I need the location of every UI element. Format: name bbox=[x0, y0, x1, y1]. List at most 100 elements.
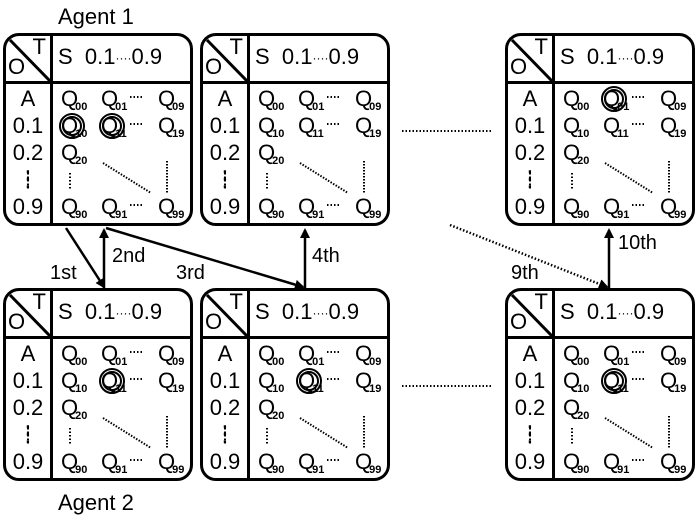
state-ellipsis: ···· bbox=[312, 51, 329, 66]
row-label: 0.2 bbox=[12, 395, 44, 420]
q-cell-99: Q99 bbox=[355, 449, 382, 477]
row-label: 0.2 bbox=[12, 140, 44, 165]
q-cell-20: Q20 bbox=[61, 140, 88, 168]
q-cell-91: Q91 bbox=[298, 449, 325, 477]
corner-bottom-label: O bbox=[205, 309, 223, 334]
column-divider bbox=[247, 291, 250, 478]
state-end: 0.9 bbox=[131, 299, 163, 324]
agent-1-q-table-1: T O S 0.1····0.9 A 0.1 0.2 ⋮ 0.9 Q00 Q01… bbox=[3, 33, 193, 226]
q-cell-00: Q00 bbox=[258, 341, 285, 369]
q-cell-99: Q99 bbox=[355, 194, 382, 222]
diagonal-line bbox=[8, 38, 50, 81]
agent-1-label: Agent 1 bbox=[58, 4, 134, 29]
row-label: 0.9 bbox=[209, 449, 241, 474]
state-start: 0.1 bbox=[586, 44, 618, 69]
row-label: 0.9 bbox=[514, 194, 546, 219]
column-divider bbox=[247, 36, 250, 223]
row-label: 0.2 bbox=[209, 140, 241, 165]
row-label: A bbox=[20, 86, 36, 111]
state-ellipsis: ···· bbox=[115, 306, 132, 321]
corner-bottom-label: O bbox=[205, 54, 223, 79]
state-label: S bbox=[255, 299, 270, 324]
q-cell-99: Q99 bbox=[660, 194, 687, 222]
q-cell-90: Q90 bbox=[61, 194, 88, 222]
row-label: 0.2 bbox=[514, 395, 546, 420]
column-divider bbox=[50, 36, 53, 223]
q-cell-19: Q19 bbox=[355, 368, 382, 396]
table-header bbox=[508, 291, 692, 339]
q-cell-01: Q01 bbox=[101, 86, 128, 114]
q-cell-19: Q19 bbox=[660, 368, 687, 396]
table-header bbox=[203, 291, 387, 339]
q-cell-01: Q01 bbox=[101, 341, 128, 369]
q-cell-90: Q90 bbox=[258, 194, 285, 222]
table-header bbox=[6, 291, 190, 339]
row-label: A bbox=[20, 341, 36, 366]
q-cell-91: Q91 bbox=[298, 194, 325, 222]
corner-top-label: T bbox=[534, 34, 548, 59]
corner-cell: T O bbox=[203, 34, 247, 81]
q-cell-90: Q90 bbox=[563, 194, 590, 222]
row-label: 0.9 bbox=[209, 194, 241, 219]
corner-cell: T O bbox=[6, 34, 50, 81]
arrow-label-1st: 1st bbox=[50, 262, 77, 284]
q-cell-19: Q19 bbox=[158, 113, 185, 141]
arrow-3rd bbox=[105, 226, 305, 290]
q-cell-09: Q09 bbox=[355, 86, 382, 114]
diagonal-line bbox=[510, 38, 552, 81]
state-end: 0.9 bbox=[633, 299, 665, 324]
agent-1-q-table-2: T O S 0.1····0.9 A 0.1 0.2 ⋮ 0.9 Q00 Q01… bbox=[200, 33, 390, 226]
state-label: S bbox=[560, 44, 575, 69]
corner-cell: T O bbox=[203, 289, 247, 336]
q-cell-90: Q90 bbox=[563, 449, 590, 477]
agent-2-q-table-1: T O S 0.1····0.9 A 0.1 0.2 ⋮ 0.9 Q00 Q01… bbox=[3, 288, 193, 481]
q-cell-10: Q10 bbox=[563, 113, 590, 141]
arrow-label-3rd: 3rd bbox=[176, 262, 205, 284]
state-end: 0.9 bbox=[633, 44, 665, 69]
q-cell-01: Q01 bbox=[298, 86, 325, 114]
q-cell-11: Q11 bbox=[298, 113, 324, 141]
row-label: 0.1 bbox=[12, 368, 44, 393]
q-cell-09: Q09 bbox=[660, 341, 687, 369]
q-cell-91: Q91 bbox=[101, 194, 128, 222]
state-start: 0.1 bbox=[281, 299, 313, 324]
row-label: A bbox=[217, 341, 233, 366]
column-divider bbox=[552, 36, 555, 223]
state-end: 0.9 bbox=[328, 299, 360, 324]
q-cell-19: Q19 bbox=[355, 113, 382, 141]
row-label: 0.2 bbox=[514, 140, 546, 165]
corner-top-label: T bbox=[32, 34, 46, 59]
corner-cell: T O bbox=[508, 34, 552, 81]
state-start: 0.1 bbox=[84, 44, 116, 69]
state-header: S 0.1····0.9 bbox=[255, 299, 359, 325]
arrow-9th bbox=[449, 223, 609, 289]
q-cell-10: Q10 bbox=[258, 113, 285, 141]
row-label: 0.1 bbox=[12, 113, 44, 138]
state-end: 0.9 bbox=[131, 44, 163, 69]
q-cell-19: Q19 bbox=[158, 368, 185, 396]
state-label: S bbox=[560, 299, 575, 324]
q-cell-00: Q00 bbox=[61, 341, 88, 369]
agent-2-label: Agent 2 bbox=[58, 490, 134, 515]
state-label: S bbox=[255, 44, 270, 69]
diagonal-line bbox=[205, 293, 247, 336]
corner-bottom-label: O bbox=[510, 309, 528, 334]
corner-bottom-label: O bbox=[510, 54, 528, 79]
state-start: 0.1 bbox=[84, 299, 116, 324]
q-cell-01: Q01 bbox=[603, 341, 630, 369]
highlight-circle-q11 bbox=[99, 368, 125, 394]
q-cell-09: Q09 bbox=[158, 86, 185, 114]
row-label: A bbox=[217, 86, 233, 111]
row-label: 0.2 bbox=[209, 395, 241, 420]
row-label: A bbox=[522, 341, 538, 366]
row-label: 0.1 bbox=[514, 368, 546, 393]
q-cell-10: Q10 bbox=[258, 368, 285, 396]
state-header: S 0.1····0.9 bbox=[255, 44, 359, 70]
corner-top-label: T bbox=[229, 289, 243, 314]
q-cell-20: Q20 bbox=[258, 395, 285, 423]
row-label: 0.1 bbox=[514, 113, 546, 138]
highlight-circle-q01 bbox=[601, 86, 627, 112]
highlight-circle-q11 bbox=[601, 368, 627, 394]
q-cell-00: Q00 bbox=[563, 341, 590, 369]
q-cell-99: Q99 bbox=[158, 194, 185, 222]
